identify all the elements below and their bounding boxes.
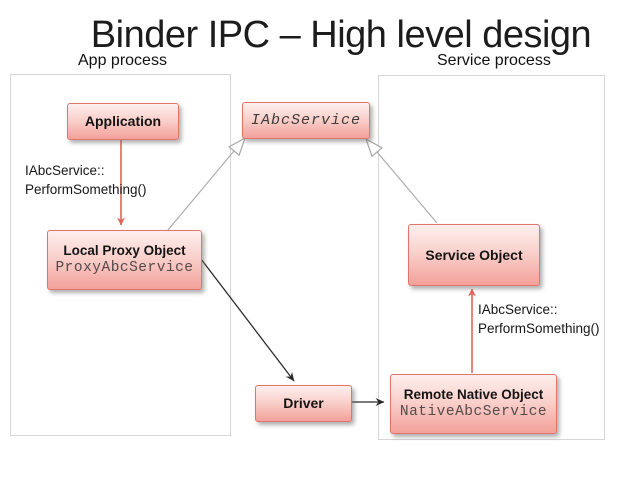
service-side-call-line2: PerformSomething() — [478, 320, 600, 336]
node-service-object: Service Object — [408, 224, 540, 286]
node-remote-native-object: Remote Native Object NativeAbcService — [390, 374, 557, 434]
realization-service-to-interface — [364, 137, 438, 224]
node-driver: Driver — [255, 385, 352, 422]
iabcservice-label: IAbcService — [250, 112, 362, 129]
app-side-call-line1: IAbcService:: — [25, 163, 105, 178]
realization-proxy-to-interface — [167, 136, 247, 231]
node-iabcservice-interface: IAbcService — [242, 102, 370, 139]
application-label: Application — [84, 113, 162, 130]
node-application: Application — [67, 103, 179, 140]
service-side-call-label: IAbcService:: PerformSomething() — [478, 301, 600, 338]
driver-label: Driver — [283, 395, 324, 412]
service-object-label: Service Object — [425, 246, 523, 263]
slide-title: Binder IPC – High level design — [90, 14, 592, 56]
app-process-label: App process — [78, 52, 167, 69]
service-side-call-line1: IAbcService:: — [478, 302, 558, 317]
local-proxy-title: Local Proxy Object — [63, 242, 186, 258]
arrow-proxy-to-driver — [200, 258, 295, 382]
node-local-proxy-object: Local Proxy Object ProxyAbcService — [47, 230, 202, 290]
service-process-label: Service process — [437, 52, 551, 69]
remote-native-class-name: NativeAbcService — [399, 404, 548, 421]
remote-native-title: Remote Native Object — [403, 386, 544, 402]
app-side-call-line2: PerformSomething() — [25, 181, 147, 197]
local-proxy-class-name: ProxyAbcService — [55, 260, 194, 277]
app-side-call-label: IAbcService:: PerformSomething() — [25, 162, 147, 199]
